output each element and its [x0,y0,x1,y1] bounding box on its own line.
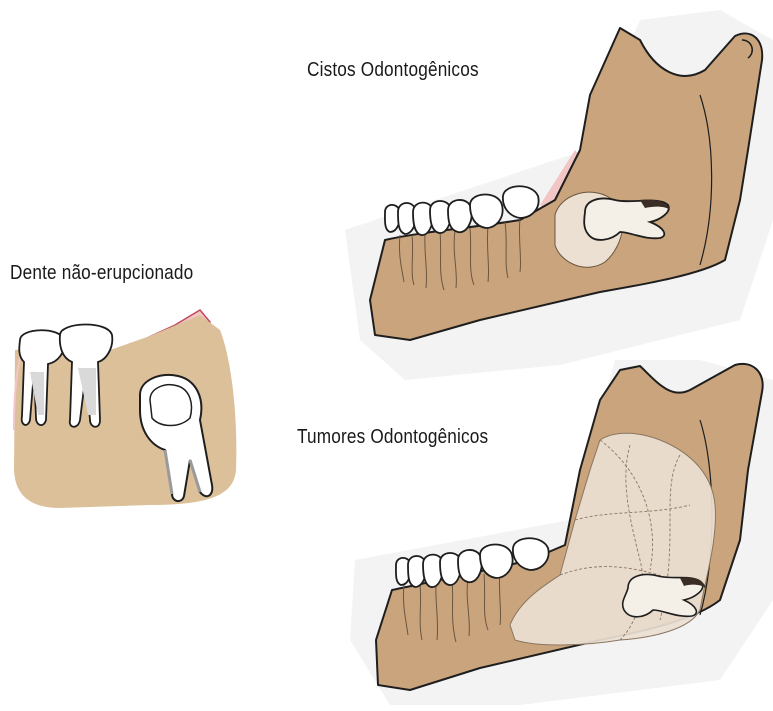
impacted-tooth [584,199,670,240]
tooth [480,544,513,578]
tooth [470,194,503,228]
label-tumores-odontogenicos: Tumores Odontogênicos [297,426,488,449]
label-dente-nao-erupcionado: Dente não-erupcionado [10,262,193,285]
label-cistos-odontogenicos: Cistos Odontogênicos [307,59,479,82]
tooth [458,550,482,582]
tooth [448,200,472,232]
jaw-dente [14,310,236,508]
tooth [513,538,549,570]
impacted-tooth [623,575,706,617]
tooth [503,186,539,218]
